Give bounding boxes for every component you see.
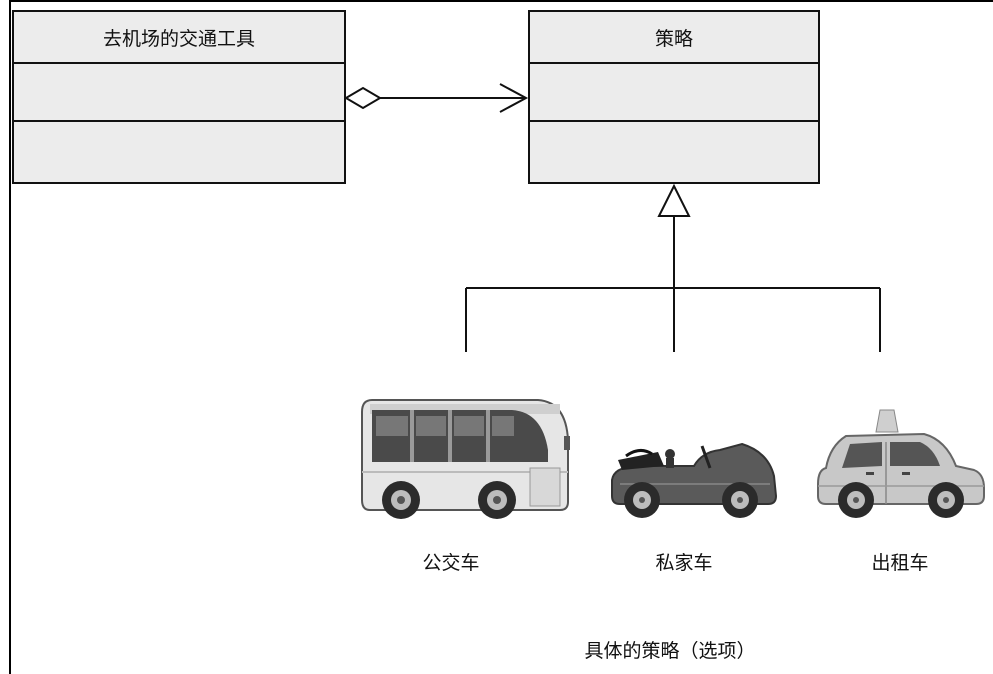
convertible-car-icon xyxy=(611,442,778,518)
context-class-attributes xyxy=(14,64,344,122)
private-car-label: 私家车 xyxy=(655,552,713,574)
concrete-strategies-caption: 具体的策略（选项） xyxy=(584,640,756,662)
strategy-class-attributes xyxy=(530,64,818,122)
inheritance-triangle-icon xyxy=(657,183,691,217)
context-class-box: 去机场的交通工具 xyxy=(12,10,346,184)
bus-icon xyxy=(361,399,570,519)
strategy-class-name: 策略 xyxy=(530,12,818,64)
context-class-name: 去机场的交通工具 xyxy=(14,12,344,64)
frame-left-border xyxy=(9,0,11,674)
frame-top-border xyxy=(9,0,993,2)
aggregation-diamond-icon xyxy=(344,86,382,110)
aggregation-connector xyxy=(344,83,529,113)
generalization-connector xyxy=(465,183,881,352)
taxi-icon xyxy=(817,409,985,518)
bus-label: 公交车 xyxy=(422,552,480,574)
strategy-class-box: 策略 xyxy=(528,10,820,184)
open-arrowhead-icon xyxy=(499,83,529,113)
taxi-label: 出租车 xyxy=(871,552,929,574)
